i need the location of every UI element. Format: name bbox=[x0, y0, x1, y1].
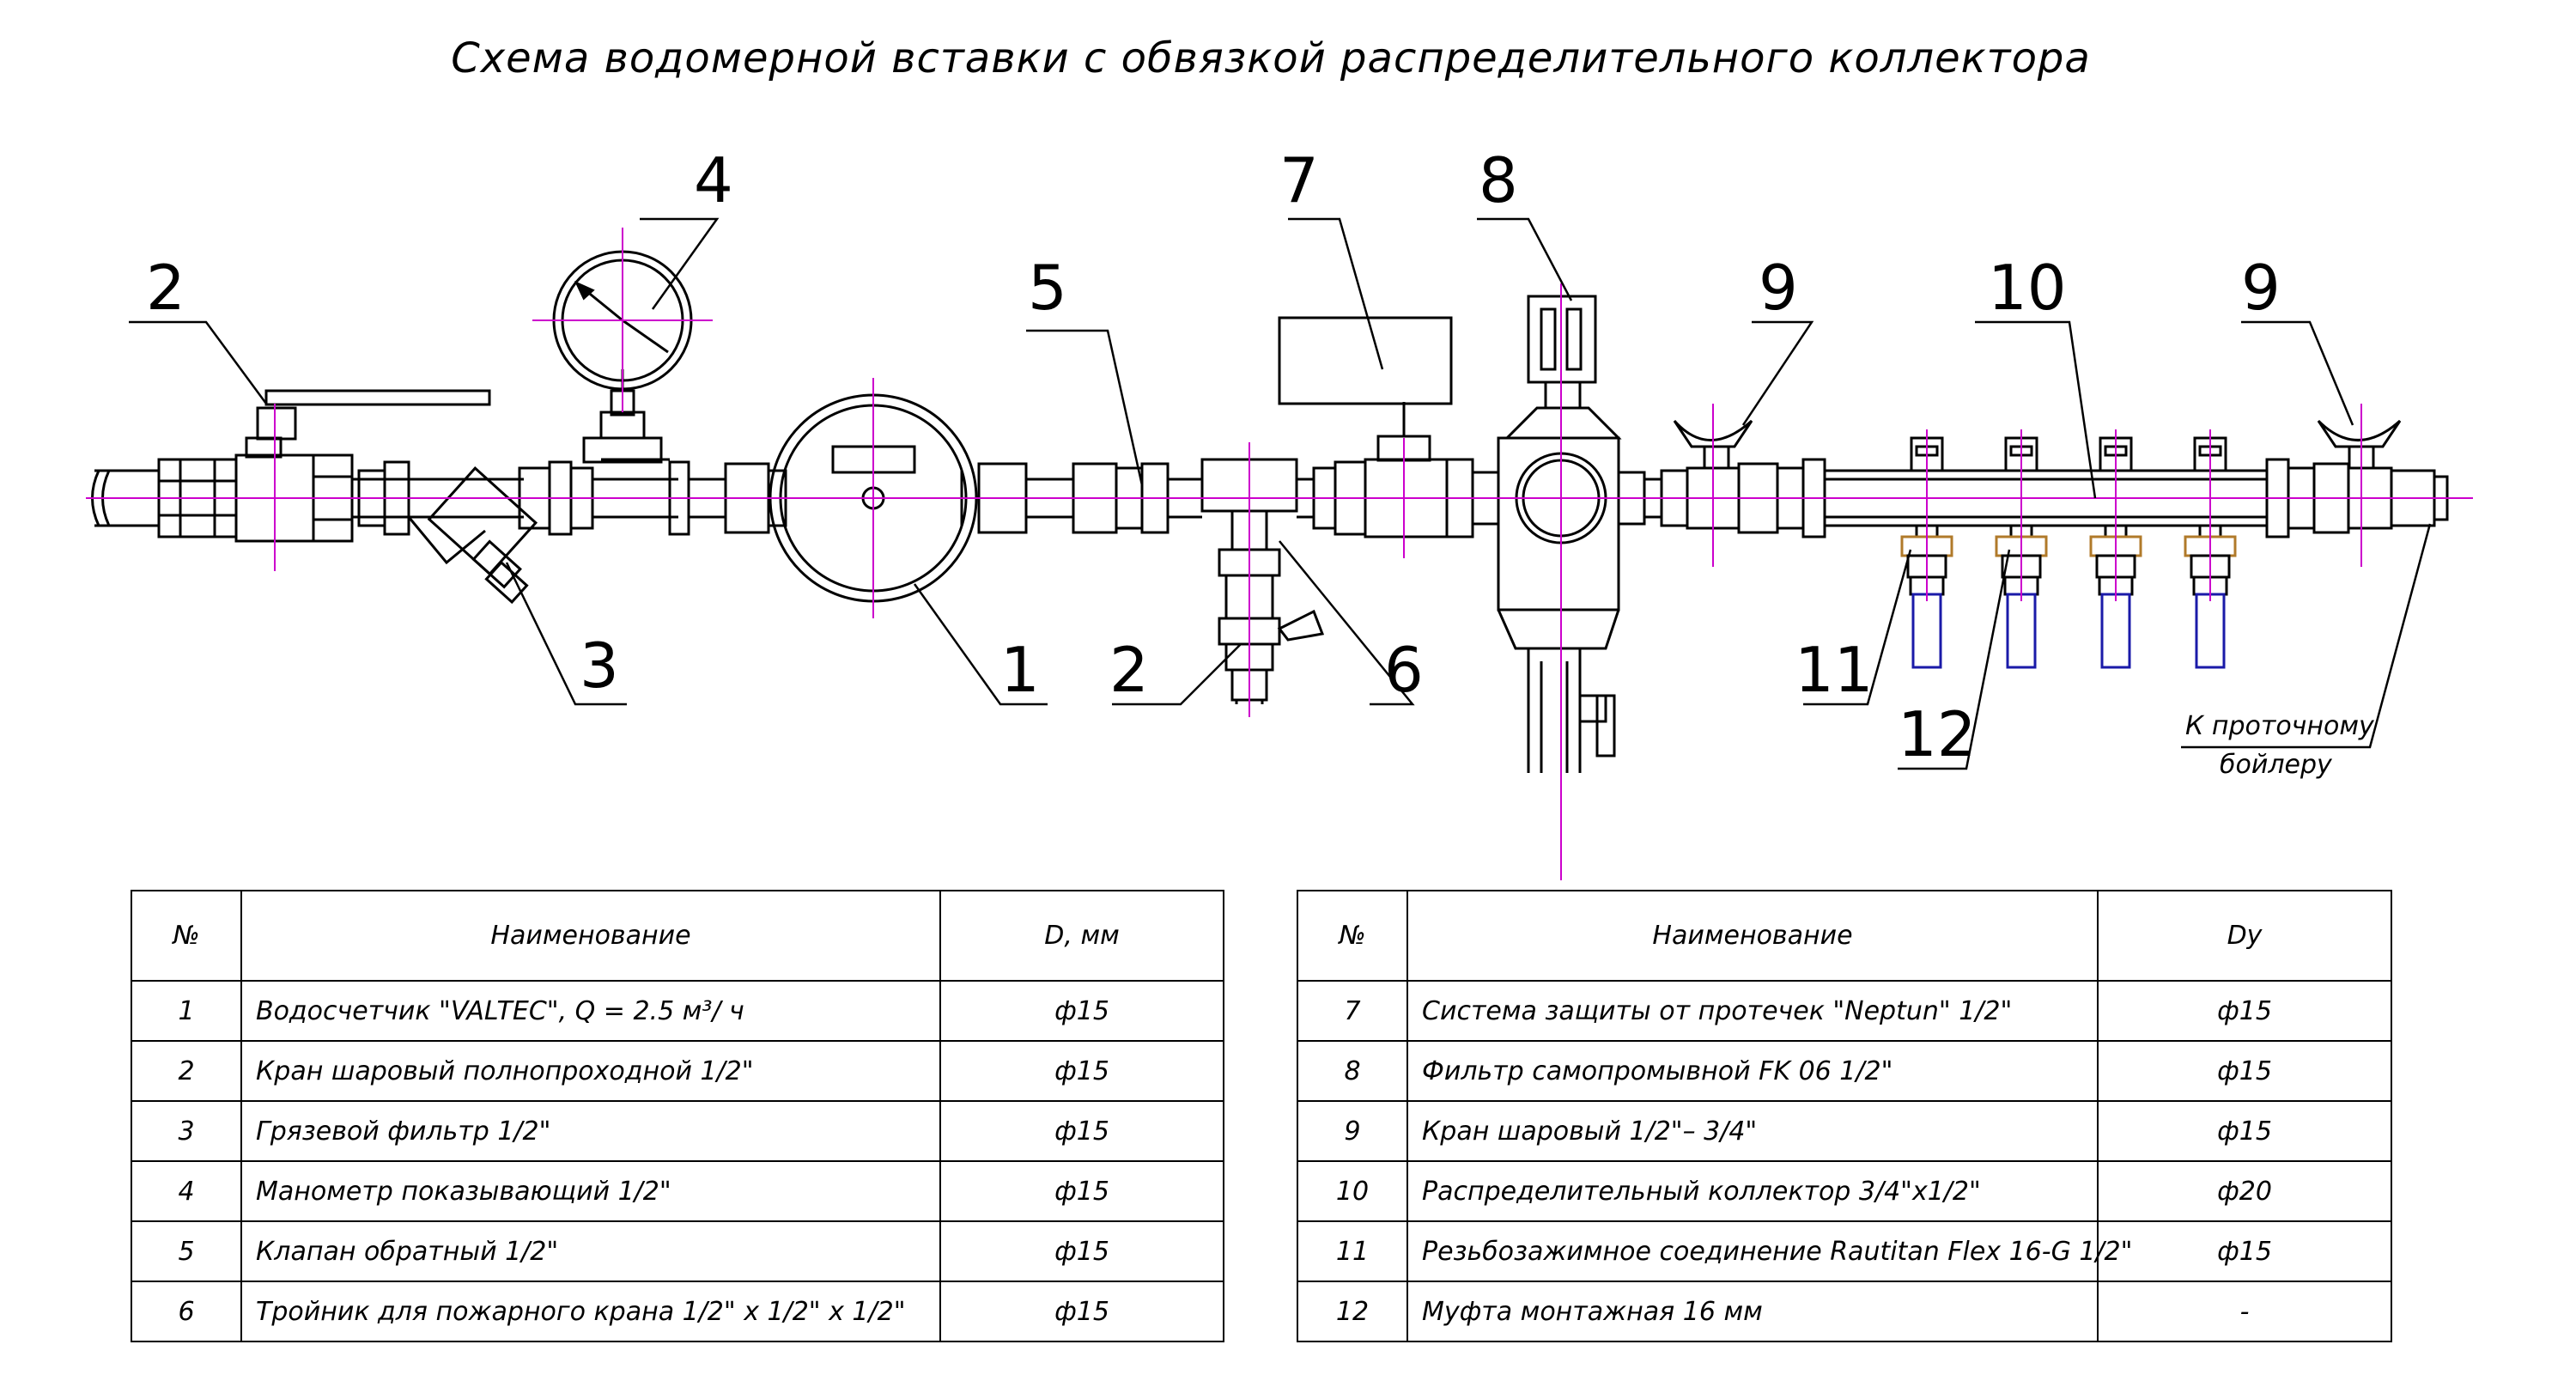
row-dim: ф15 bbox=[2097, 980, 2392, 1042]
table-row: 1 Водосчетчик "VALTEC", Q = 2.5 м³/ ч ф1… bbox=[131, 980, 1224, 1042]
leader-lines bbox=[129, 217, 2432, 770]
row-name: Тройник для пожарного крана 1/2" x 1/2" … bbox=[240, 1281, 941, 1342]
header-name: Наименование bbox=[1406, 890, 2099, 982]
callout-6: 6 bbox=[1384, 634, 1424, 706]
table-row: 6 Тройник для пожарного крана 1/2" x 1/2… bbox=[131, 1281, 1224, 1342]
ball-valve-9-right bbox=[2312, 419, 2449, 534]
table-row: 4 Манометр показывающий 1/2" ф15 bbox=[131, 1160, 1224, 1222]
row-num: 8 bbox=[1297, 1040, 1408, 1102]
row-name: Система защиты от протечек "Neptun" 1/2" bbox=[1406, 980, 2099, 1042]
table-row: 5 Клапан обратный 1/2" ф15 bbox=[131, 1220, 1224, 1282]
callout-2-branch: 2 bbox=[1109, 634, 1149, 706]
spec-table-right: № Наименование Dy 7 Система защиты от пр… bbox=[1297, 890, 2392, 1342]
callout-9-right: 9 bbox=[2241, 252, 2281, 324]
row-dim: ф15 bbox=[939, 1100, 1224, 1162]
row-dim: ф15 bbox=[939, 1160, 1224, 1222]
table-row: 7 Система защиты от протечек "Neptun" 1/… bbox=[1297, 980, 2392, 1042]
filter-8 bbox=[1471, 295, 1646, 773]
piping-scheme: 2 4 3 5 1 2 7 8 6 9 10 9 11 12 К проточн… bbox=[86, 144, 2473, 880]
row-num: 6 bbox=[131, 1281, 242, 1342]
header-num: № bbox=[131, 890, 242, 982]
row-name: Грязевой фильтр 1/2" bbox=[240, 1100, 941, 1162]
row-num: 2 bbox=[131, 1040, 242, 1102]
gauge-tee bbox=[582, 369, 690, 536]
table-row: 9 Кран шаровый 1/2"– 3/4" ф15 bbox=[1297, 1100, 2392, 1162]
row-dim: ф15 bbox=[2097, 1220, 2392, 1282]
header-dim: D, мм bbox=[939, 890, 1224, 982]
callout-7: 7 bbox=[1279, 144, 1319, 216]
row-name: Фильтр самопромывной FK 06 1/2" bbox=[1406, 1040, 2099, 1102]
row-name: Резьбозажимное соединение Rautitan Flex … bbox=[1406, 1220, 2132, 1282]
callout-8: 8 bbox=[1479, 144, 1518, 216]
row-num: 5 bbox=[131, 1220, 242, 1282]
row-num: 11 bbox=[1297, 1220, 1408, 1282]
table-row: 10 Распределительный коллектор 3/4"x1/2"… bbox=[1297, 1160, 2392, 1222]
header-dim: Dy bbox=[2097, 890, 2392, 982]
table-row: 12 Муфта монтажная 16 мм - bbox=[1297, 1281, 2392, 1342]
row-num: 12 bbox=[1297, 1281, 1408, 1342]
header-num: № bbox=[1297, 890, 1408, 982]
table-header-row: № Наименование Dy bbox=[1297, 890, 2392, 982]
row-name: Кран шаровый полнопроходной 1/2" bbox=[240, 1040, 941, 1102]
row-dim: ф15 bbox=[939, 1220, 1224, 1282]
row-dim: ф15 bbox=[939, 1040, 1224, 1102]
table-header-row: № Наименование D, мм bbox=[131, 890, 1224, 982]
row-dim: ф15 bbox=[2097, 1040, 2392, 1102]
table-row: 2 Кран шаровый полнопроходной 1/2" ф15 bbox=[131, 1040, 1224, 1102]
row-name: Манометр показывающий 1/2" bbox=[240, 1160, 941, 1222]
row-name: Кран шаровый 1/2"– 3/4" bbox=[1406, 1100, 2099, 1162]
row-num: 4 bbox=[131, 1160, 242, 1222]
row-num: 7 bbox=[1297, 980, 1408, 1042]
row-dim: ф20 bbox=[2097, 1160, 2392, 1222]
row-num: 3 bbox=[131, 1100, 242, 1162]
callout-10: 10 bbox=[1988, 252, 2067, 324]
header-name: Наименование bbox=[240, 890, 941, 982]
boiler-note-line1: К проточному bbox=[2185, 711, 2375, 741]
row-name: Распределительный коллектор 3/4"x1/2" bbox=[1406, 1160, 2099, 1222]
row-name: Водосчетчик "VALTEC", Q = 2.5 м³/ ч bbox=[240, 980, 941, 1042]
row-name: Клапан обратный 1/2" bbox=[240, 1220, 941, 1282]
row-dim: ф15 bbox=[939, 1281, 1224, 1342]
manifold-outlets bbox=[1900, 436, 2237, 669]
callout-3: 3 bbox=[580, 630, 619, 702]
row-dim: ф15 bbox=[2097, 1100, 2392, 1162]
callout-9-left: 9 bbox=[1759, 252, 1798, 324]
callout-2-left: 2 bbox=[146, 252, 185, 324]
callout-5: 5 bbox=[1028, 252, 1067, 324]
table-row: 3 Грязевой фильтр 1/2" ф15 bbox=[131, 1100, 1224, 1162]
ball-valve-9-left bbox=[1644, 419, 1805, 534]
row-num: 9 bbox=[1297, 1100, 1408, 1162]
spec-table-left: № Наименование D, мм 1 Водосчетчик "VALT… bbox=[131, 890, 1224, 1342]
table-row: 8 Фильтр самопромывной FK 06 1/2" ф15 bbox=[1297, 1040, 2392, 1102]
row-dim: ф15 bbox=[939, 980, 1224, 1042]
row-num: 10 bbox=[1297, 1160, 1408, 1222]
callout-12: 12 bbox=[1898, 698, 1977, 770]
callout-11: 11 bbox=[1795, 634, 1874, 706]
y-strainer-3 bbox=[407, 466, 538, 605]
callout-1: 1 bbox=[1000, 634, 1040, 706]
row-num: 1 bbox=[131, 980, 242, 1042]
diagram-title: Схема водомерной вставки с обвязкой расп… bbox=[451, 34, 2091, 82]
row-dim: - bbox=[2097, 1281, 2392, 1342]
row-name: Муфта монтажная 16 мм bbox=[1406, 1281, 2099, 1342]
table-row: 11 Резьбозажимное соединение Rautitan Fl… bbox=[1297, 1220, 2392, 1282]
center-axes bbox=[86, 228, 2473, 880]
callout-4: 4 bbox=[694, 144, 733, 216]
fire-tee-6 bbox=[1200, 458, 1325, 704]
boiler-note-line2: бойлеру bbox=[2220, 750, 2333, 780]
